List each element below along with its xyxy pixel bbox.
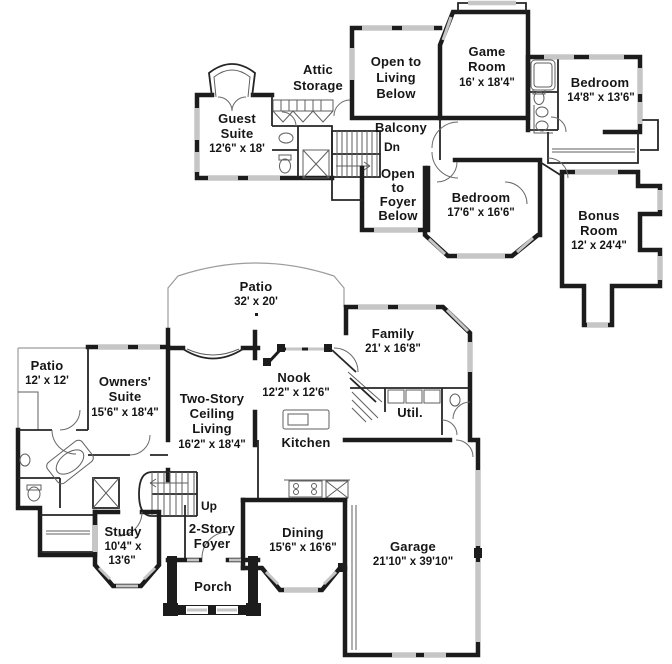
living-dims: 16'2" x 18'4" xyxy=(178,439,246,451)
upper-floor-labels: Attic Storage Open to Living Below Game … xyxy=(209,44,635,252)
patio-rear-dims: 32' x 20' xyxy=(234,296,278,308)
bonus-room-label: Room xyxy=(580,223,618,238)
owners-suite-dims: 15'6" x 18'4" xyxy=(91,407,159,419)
study-dims: 13'6" xyxy=(108,555,135,567)
open-to-living-label: Open to xyxy=(371,54,422,69)
lower-floor-plan xyxy=(15,262,482,658)
nook-dims: 12'2" x 12'6" xyxy=(262,387,330,399)
patio-side-dims: 12' x 12' xyxy=(25,375,69,387)
upper-floor-plan xyxy=(194,0,663,328)
open-to-living-label: Below xyxy=(376,86,416,101)
garage-label: Garage xyxy=(390,539,436,554)
nook-label: Nook xyxy=(277,370,311,385)
game-room-dims: 16' x 18'4" xyxy=(459,77,515,89)
bedroom-right-label: Bedroom xyxy=(571,75,629,90)
attic-storage-label: Storage xyxy=(293,78,343,93)
dining-dims: 15'6" x 16'6" xyxy=(269,542,337,554)
family-label: Family xyxy=(372,326,415,341)
open-to-foyer-label: Open xyxy=(381,166,415,181)
game-room-label: Game xyxy=(469,44,506,59)
guest-suite-label: Suite xyxy=(221,126,254,141)
living-label: Ceiling xyxy=(190,406,235,421)
patio-rear-label: Patio xyxy=(240,279,273,294)
garage-dims: 21'10" x 39'10" xyxy=(373,556,453,568)
guest-suite-dims: 12'6" x 18' xyxy=(209,143,265,155)
guest-suite-label: Guest xyxy=(218,111,256,126)
dining-label: Dining xyxy=(282,525,324,540)
game-room-label: Room xyxy=(468,59,506,74)
lower-floor-labels: Patio 32' x 20' Family 21' x 16'8" Patio… xyxy=(25,279,453,594)
bedroom-right-dims: 14'8" x 13'6" xyxy=(567,92,635,104)
kitchen-label: Kitchen xyxy=(281,435,330,450)
open-to-foyer-label: Below xyxy=(378,208,418,223)
bedroom-center-label: Bedroom xyxy=(452,190,510,205)
living-label: Living xyxy=(192,421,231,436)
stairs-dn-label: Dn xyxy=(384,140,400,154)
open-to-living-label: Living xyxy=(376,70,415,85)
porch-label: Porch xyxy=(194,579,232,594)
bonus-room-label: Bonus xyxy=(578,208,619,223)
foyer-label: Foyer xyxy=(194,536,230,551)
util-label: Util. xyxy=(397,405,423,420)
study-label: Study xyxy=(104,524,142,539)
living-label: Two-Story xyxy=(180,391,245,406)
bonus-room-dims: 12' x 24'4" xyxy=(571,240,627,252)
open-to-foyer-label: to xyxy=(392,180,405,195)
stairs-up-label: Up xyxy=(201,499,217,513)
family-dims: 21' x 16'8" xyxy=(365,343,421,355)
open-to-foyer-label: Foyer xyxy=(380,194,416,209)
owners-suite-label: Owners' xyxy=(99,374,151,389)
owners-suite-label: Suite xyxy=(109,389,142,404)
study-dims: 10'4" x xyxy=(105,541,143,553)
balcony-label: Balcony xyxy=(375,120,428,135)
attic-storage-label: Attic xyxy=(303,62,333,77)
foyer-label: 2-Story xyxy=(189,521,236,536)
bedroom-center-dims: 17'6" x 16'6" xyxy=(447,207,515,219)
patio-side-label: Patio xyxy=(31,358,64,373)
